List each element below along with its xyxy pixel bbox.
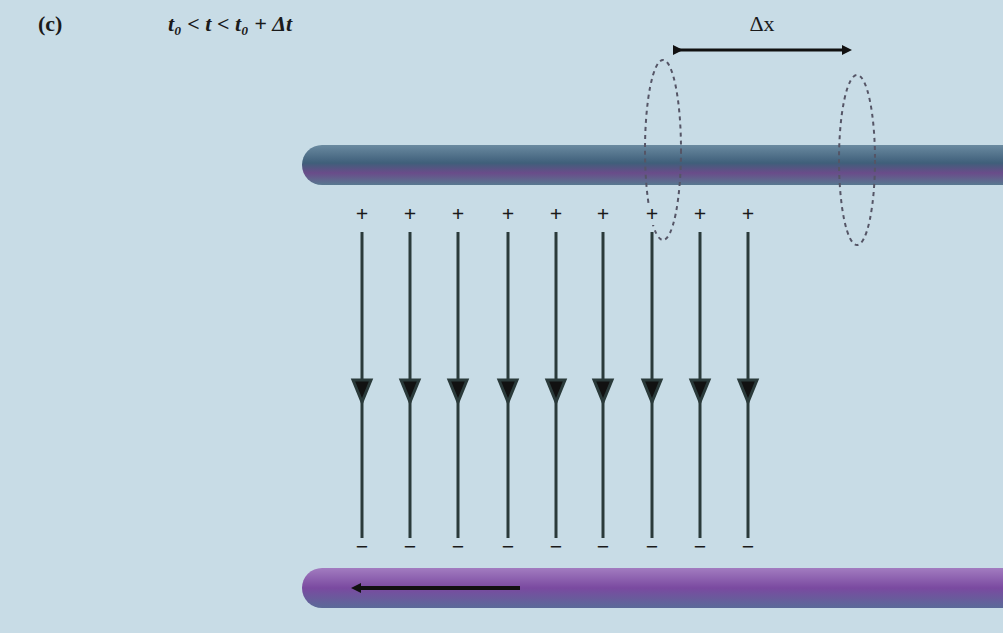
plus-charge: + (596, 203, 611, 225)
plus-charge: + (355, 203, 370, 225)
plus-charge: + (645, 203, 660, 225)
minus-charge: − (646, 536, 659, 558)
dimension-label: Δx (749, 13, 774, 35)
dashed-loop (839, 75, 875, 245)
minus-charge: − (452, 536, 465, 558)
minus-charge: − (550, 536, 563, 558)
plus-charge: + (403, 203, 418, 225)
panel-label: (c) (38, 13, 62, 35)
top-conductor (302, 145, 1003, 185)
minus-charge: − (742, 536, 755, 558)
plus-charge: + (741, 203, 756, 225)
minus-charge: − (597, 536, 610, 558)
field-lines (353, 232, 757, 538)
minus-charge: − (404, 536, 417, 558)
plus-charge: + (549, 203, 564, 225)
plus-charge: + (693, 203, 708, 225)
minus-charge: − (502, 536, 515, 558)
time-interval: t₀ < t < t₀ + Δt (168, 13, 292, 35)
minus-charge: − (694, 536, 707, 558)
minus-charge: − (356, 536, 369, 558)
current-arrow (356, 586, 520, 590)
plus-charge: + (501, 203, 516, 225)
bottom-conductor (302, 568, 1003, 608)
dashed-loop (645, 60, 681, 240)
plus-charge: + (451, 203, 466, 225)
delta-x-arrow (678, 49, 847, 52)
